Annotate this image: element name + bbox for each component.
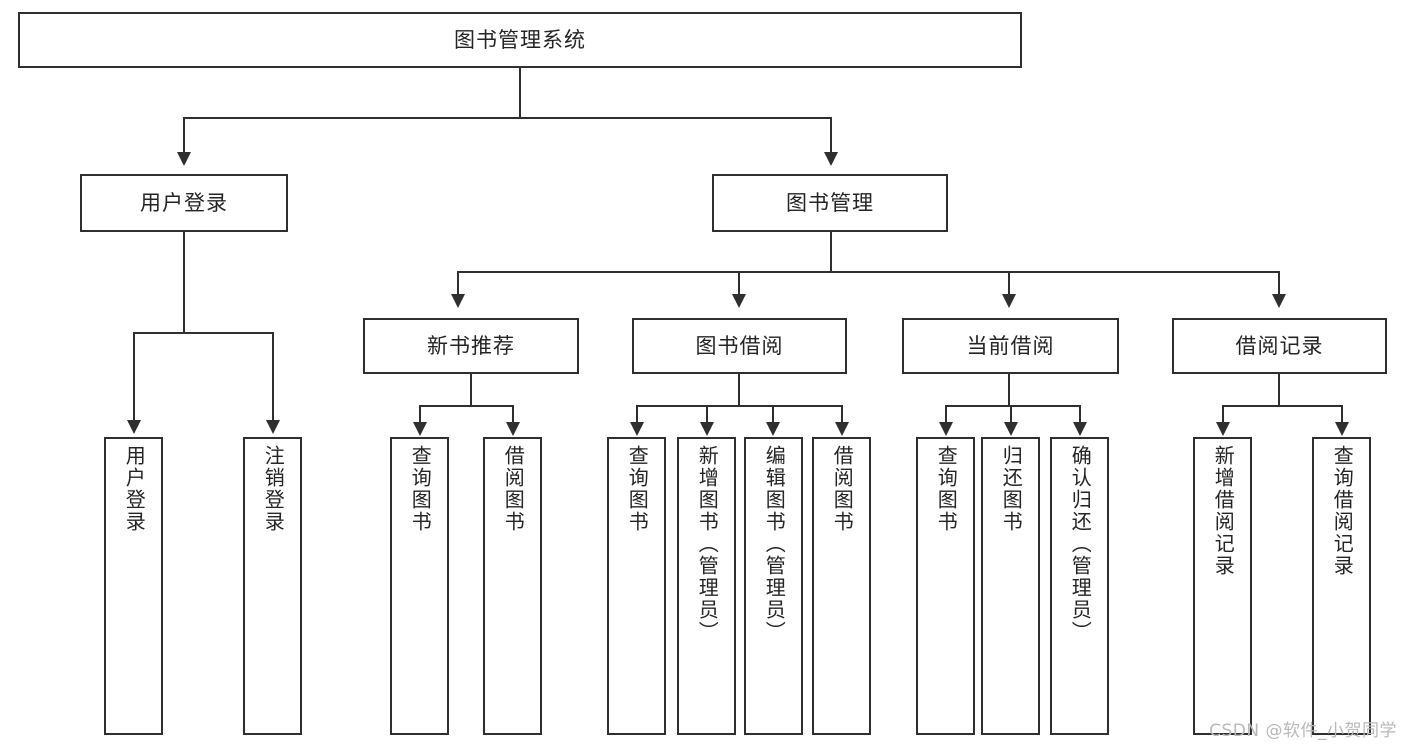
leaf-user-login[interactable]: 用户登录 bbox=[104, 437, 163, 735]
node-borrow-record[interactable]: 借阅记录 bbox=[1172, 318, 1387, 374]
leaf-query-book-recommend[interactable]: 查询图书 bbox=[390, 437, 449, 735]
connector-current-borrow-bar bbox=[945, 405, 1079, 407]
node-current-borrow[interactable]: 当前借阅 bbox=[902, 318, 1119, 374]
arrow-book-borrow-leaf-1 bbox=[630, 422, 644, 436]
arrow-new-book-leaf-1 bbox=[413, 422, 427, 436]
leaf-confirm-return-admin[interactable]: 确认归还（管理员） bbox=[1050, 437, 1109, 735]
arrow-borrow-record-leaf-1 bbox=[1216, 422, 1230, 436]
arrow-to-user-login-leaf bbox=[127, 420, 141, 434]
leaf-add-book-admin[interactable]: 新增图书（管理员） bbox=[677, 437, 736, 735]
leaf-query-book-current[interactable]: 查询图书 bbox=[916, 437, 975, 735]
arrow-borrow-record-leaf-2 bbox=[1335, 422, 1349, 436]
node-label: 借阅图书 bbox=[501, 445, 526, 533]
node-label: 用户登录 bbox=[140, 190, 228, 215]
connector-user-login-bar bbox=[133, 332, 273, 334]
node-label: 图书借阅 bbox=[695, 333, 784, 358]
arrow-to-book-manage bbox=[824, 152, 838, 166]
node-new-book-recommend[interactable]: 新书推荐 bbox=[363, 318, 579, 374]
leaf-query-borrow-record[interactable]: 查询借阅记录 bbox=[1312, 437, 1371, 735]
arrow-current-borrow-leaf-1 bbox=[939, 422, 953, 436]
connector-user-login-right-drop bbox=[272, 332, 274, 422]
arrow-to-current-borrow bbox=[1002, 294, 1016, 308]
arrow-new-book-leaf-2 bbox=[506, 422, 520, 436]
connector-book-borrow-stem bbox=[738, 374, 740, 407]
connector-new-book-drop-2 bbox=[512, 405, 514, 424]
connector-user-login-left-drop bbox=[133, 332, 135, 422]
connector-book-borrow-drop-2 bbox=[706, 405, 708, 424]
connector-new-book-stem bbox=[470, 374, 472, 407]
connector-borrow-record-stem bbox=[1278, 374, 1280, 407]
connector-current-borrow-stem bbox=[1008, 374, 1010, 407]
node-label: 查询图书 bbox=[625, 445, 650, 533]
connector-book-manage-stem bbox=[830, 232, 832, 273]
node-label: 当前借阅 bbox=[966, 333, 1055, 358]
arrow-to-book-borrow bbox=[732, 294, 746, 308]
connector-to-new-book bbox=[457, 271, 459, 297]
node-label: 查询借阅记录 bbox=[1330, 445, 1355, 577]
arrow-book-borrow-leaf-4 bbox=[835, 422, 849, 436]
leaf-logout[interactable]: 注销登录 bbox=[243, 437, 302, 735]
connector-current-borrow-drop-1 bbox=[945, 405, 947, 424]
node-label: 新增借阅记录 bbox=[1211, 445, 1236, 577]
leaf-borrow-book[interactable]: 借阅图书 bbox=[812, 437, 871, 735]
connector-to-book-manage bbox=[830, 117, 832, 155]
node-label: 编辑图书（管理员） bbox=[762, 445, 787, 643]
arrow-to-user-login bbox=[177, 152, 191, 166]
connector-current-borrow-drop-2 bbox=[1010, 405, 1012, 424]
node-label: 注销登录 bbox=[261, 445, 286, 533]
node-book-management[interactable]: 图书管理 bbox=[712, 174, 948, 232]
connector-to-user-login bbox=[183, 117, 185, 155]
node-label: 新书推荐 bbox=[427, 333, 515, 358]
node-label: 查询图书 bbox=[934, 445, 959, 533]
connector-borrow-record-bar bbox=[1222, 405, 1342, 407]
node-root-system[interactable]: 图书管理系统 bbox=[18, 12, 1022, 68]
arrow-current-borrow-leaf-3 bbox=[1073, 422, 1087, 436]
node-label: 新增图书（管理员） bbox=[695, 445, 720, 643]
node-book-borrow[interactable]: 图书借阅 bbox=[632, 318, 847, 374]
connector-book-borrow-drop-4 bbox=[841, 405, 843, 424]
connector-book-borrow-bar bbox=[636, 405, 842, 407]
node-label: 图书管理 bbox=[786, 190, 874, 215]
node-label: 借阅图书 bbox=[830, 445, 855, 533]
connector-level3-bar bbox=[457, 271, 1280, 273]
connector-current-borrow-drop-3 bbox=[1079, 405, 1081, 424]
arrow-book-borrow-leaf-2 bbox=[700, 422, 714, 436]
node-label: 图书管理系统 bbox=[454, 27, 586, 52]
leaf-edit-book-admin[interactable]: 编辑图书（管理员） bbox=[744, 437, 803, 735]
connector-to-book-borrow bbox=[738, 271, 740, 297]
connector-user-login-stem bbox=[183, 232, 185, 333]
leaf-query-book-borrow[interactable]: 查询图书 bbox=[607, 437, 666, 735]
connector-borrow-record-drop-2 bbox=[1341, 405, 1343, 424]
connector-new-book-drop-1 bbox=[419, 405, 421, 424]
connector-level2-bar bbox=[183, 117, 832, 119]
arrow-to-logout-leaf bbox=[266, 420, 280, 434]
node-user-login[interactable]: 用户登录 bbox=[80, 174, 288, 232]
connector-book-borrow-drop-1 bbox=[636, 405, 638, 424]
node-label: 归还图书 bbox=[999, 445, 1024, 533]
leaf-return-book[interactable]: 归还图书 bbox=[981, 437, 1040, 735]
connector-new-book-bar bbox=[419, 405, 514, 407]
node-label: 用户登录 bbox=[122, 445, 147, 533]
node-label: 借阅记录 bbox=[1235, 333, 1324, 358]
node-label: 确认归还（管理员） bbox=[1068, 445, 1093, 643]
connector-book-borrow-drop-3 bbox=[772, 405, 774, 424]
arrow-book-borrow-leaf-3 bbox=[766, 422, 780, 436]
node-label: 查询图书 bbox=[408, 445, 433, 533]
connector-to-current-borrow bbox=[1008, 271, 1010, 297]
connector-root-stem bbox=[519, 68, 521, 119]
arrow-to-new-book bbox=[451, 294, 465, 308]
connector-to-borrow-record bbox=[1278, 271, 1280, 297]
leaf-borrow-book-recommend[interactable]: 借阅图书 bbox=[483, 437, 542, 735]
connector-borrow-record-drop-1 bbox=[1222, 405, 1224, 424]
leaf-add-borrow-record[interactable]: 新增借阅记录 bbox=[1193, 437, 1252, 735]
arrow-current-borrow-leaf-2 bbox=[1004, 422, 1018, 436]
arrow-to-borrow-record bbox=[1272, 294, 1286, 308]
